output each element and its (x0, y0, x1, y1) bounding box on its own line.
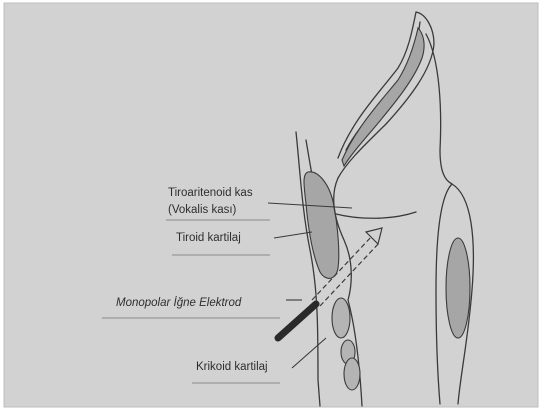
cricoid-segment-3 (344, 358, 360, 390)
diagram-background (4, 3, 538, 407)
cricoid-segment-1 (332, 298, 350, 338)
label-krikoid: Krikoid kartilaj (196, 361, 268, 373)
label-elektrod: Monopolar İğne Elektrod (116, 297, 242, 309)
label-tiroaritenoid: Tiroaritenoid kas (168, 187, 253, 199)
label-vokalis: (Vokalis kası) (168, 204, 237, 216)
arytenoid-cartilage (446, 238, 470, 338)
label-tiroid: Tiroid kartilaj (176, 232, 241, 244)
